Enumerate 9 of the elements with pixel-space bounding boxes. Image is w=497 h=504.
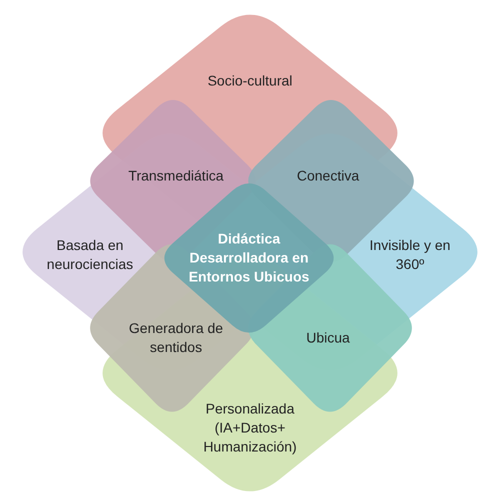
- diamond-label: Invisible y en 360º: [368, 236, 452, 274]
- diamond-label: Personalizada (IA+Datos+ Humanización): [202, 400, 298, 456]
- diamond-label: Socio-cultural: [206, 72, 294, 90]
- diamond-label: Conectiva: [296, 166, 360, 186]
- diamond-label: Ubicua: [305, 328, 351, 348]
- diamond-label: Basada en neurociencias: [46, 236, 134, 274]
- diamond-label: Didáctica Desarrolladora en Entornos Ubicuos: [188, 230, 310, 286]
- diamond-label: Generadora de sentidos: [128, 319, 224, 357]
- diamond-label: Transmediática: [127, 166, 225, 186]
